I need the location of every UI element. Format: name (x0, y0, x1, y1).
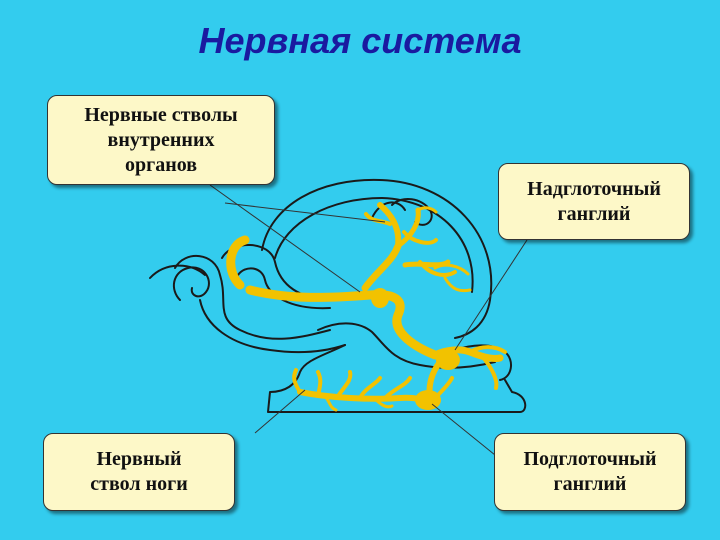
pointer-supra (454, 239, 528, 351)
supra-ganglion-dot (436, 350, 460, 370)
label-suboesophageal-ganglion: Подглоточный ганглий (494, 433, 686, 511)
pointer-foot (254, 389, 306, 434)
slide-title: Нервная система (198, 20, 522, 61)
label-nerve-trunks-internal-organs: Нервные стволы внутренних органов (47, 95, 275, 185)
nerve-trunks (226, 202, 507, 412)
ganglion-dots (371, 288, 460, 410)
pointer-trunks-1 (209, 184, 361, 293)
pointer-lines (209, 184, 528, 456)
label-supraoesophageal-ganglion: Надглоточный ганглий (498, 163, 690, 240)
label-foot-nerve-trunk: Нервный ствол ноги (43, 433, 235, 511)
sub-ganglion-dot (415, 390, 441, 410)
snail-outline (149, 178, 527, 413)
pointer-sub (431, 403, 496, 456)
pointer-trunks-2 (224, 202, 386, 223)
